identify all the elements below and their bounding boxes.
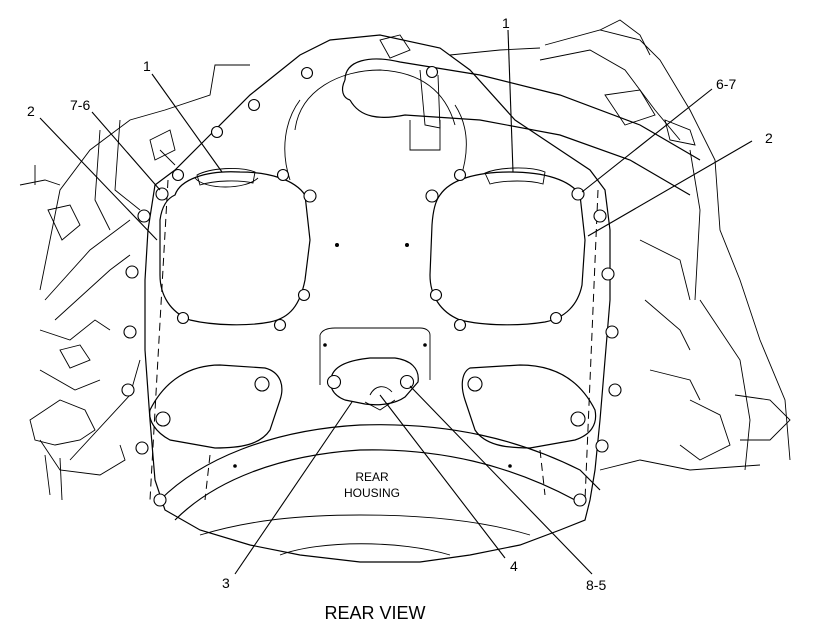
- leader-7-6: [91, 111, 161, 191]
- bolt-hole: [573, 493, 587, 507]
- bolt-hole: [155, 187, 169, 201]
- bolt-hole: [153, 493, 167, 507]
- bolt-hole: [571, 187, 585, 201]
- lower-cover-plates: [149, 327, 597, 449]
- bolt-hole: [171, 168, 185, 182]
- bolt-hole: [429, 288, 443, 302]
- bolt-hole: [425, 189, 439, 203]
- callout-8-5: 8-5: [586, 577, 606, 593]
- callout-labels: 1 1 2 2 7-6 6-7 3 4 8-5: [27, 15, 773, 593]
- bolt-hole: [300, 66, 314, 80]
- leader-3: [234, 401, 353, 575]
- bolt-hole: [601, 267, 615, 281]
- callout-1-left: 1: [143, 58, 151, 74]
- bolt-hole: [247, 98, 261, 112]
- bolt-hole: [303, 189, 317, 203]
- bolt-hole: [125, 265, 139, 279]
- diagram-caption: REAR VIEW: [324, 603, 425, 623]
- left-bank-opening: [159, 168, 311, 326]
- bolt-hole: [210, 125, 224, 139]
- rear-housing: [159, 424, 601, 556]
- bolt-hole: [155, 411, 171, 427]
- leader-2-left: [39, 117, 158, 241]
- bolt-hole: [467, 376, 483, 392]
- bolt-hole: [137, 209, 151, 223]
- leader-8-5: [409, 385, 593, 575]
- callout-2-left: 2: [27, 103, 35, 119]
- bolt-hole: [549, 311, 563, 325]
- bolt-holes: [121, 65, 622, 507]
- bolt-hole: [570, 411, 586, 427]
- bolt-hole: [176, 311, 190, 325]
- leader-2-right: [587, 140, 753, 237]
- housing-label-line2: HOUSING: [344, 486, 400, 500]
- leader-4: [379, 394, 506, 559]
- callout-1-right: 1: [502, 15, 510, 31]
- leader-6-7: [581, 88, 713, 193]
- callout-2-right: 2: [765, 130, 773, 146]
- bolt-hole: [593, 209, 607, 223]
- bolt-hole: [453, 168, 467, 182]
- bolt-hole: [399, 374, 415, 390]
- bolt-hole: [605, 325, 619, 339]
- bolt-hole: [425, 65, 439, 79]
- right-bank-opening: [429, 167, 586, 326]
- bolt-hole: [121, 383, 135, 397]
- intake-tube: [341, 34, 701, 196]
- bolt-hole: [608, 383, 622, 397]
- bolt-hole: [254, 376, 270, 392]
- bolt-hole: [123, 325, 137, 339]
- bolt-hole: [273, 318, 287, 332]
- callout-6-7: 6-7: [716, 76, 736, 92]
- bolt-hole: [297, 288, 311, 302]
- leader-1-right: [507, 29, 514, 173]
- callout-4: 4: [510, 558, 518, 574]
- bolt-hole: [326, 374, 342, 390]
- bolt-hole: [453, 318, 467, 332]
- callout-leaders: [39, 29, 753, 575]
- callout-3: 3: [222, 575, 230, 591]
- bolt-hole: [276, 168, 290, 182]
- callout-7-6: 7-6: [70, 97, 90, 113]
- bolt-hole: [595, 439, 609, 453]
- housing-label-line1: REAR: [355, 470, 389, 484]
- leader-1-left: [151, 73, 223, 173]
- bolt-hole: [135, 441, 149, 455]
